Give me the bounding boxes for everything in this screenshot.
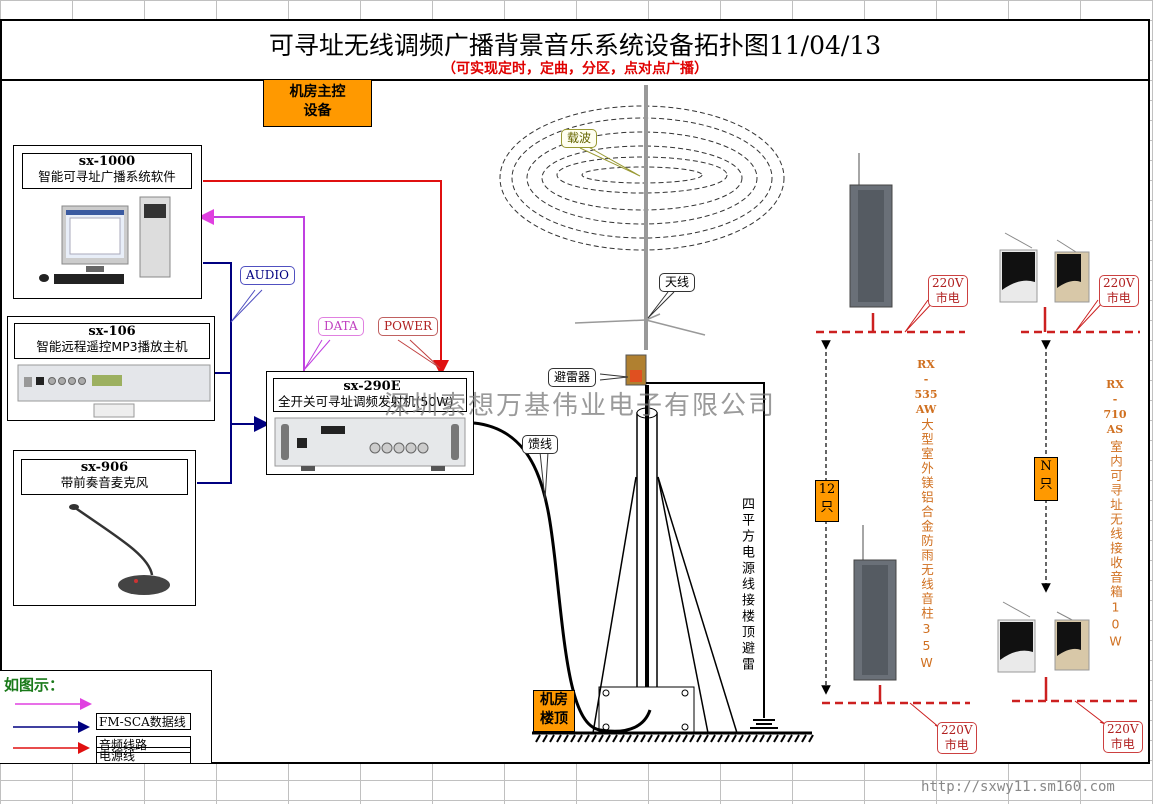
ground-hatch-mark (563, 734, 569, 743)
data-callout: DATA (318, 317, 364, 336)
ground-hatch-mark (766, 734, 772, 743)
device-label: sx-1000 智能可寻址广播系统软件 (22, 153, 192, 189)
ground-hatch-mark (682, 734, 688, 743)
indoor-count-badge: N 只 (1034, 457, 1058, 501)
feeder-callout: 馈线 (522, 435, 559, 454)
mp3-player-image (17, 364, 211, 418)
indoor-receiver-top (999, 232, 1090, 303)
outdoor-receiver-model: RX - 535 AW (914, 358, 938, 416)
lightning-arrester-callout: 避雷器 (548, 368, 597, 387)
ground-hatch-mark (675, 734, 681, 743)
ground-hatch-mark (584, 734, 590, 743)
indoor-receiver-bottom (997, 601, 1090, 673)
outdoor-receiver-description: 大型室外镁铝合金防雨无线音柱35W (919, 418, 934, 672)
legend: 如图示： FM-SCA数据线 音频线路 电源线 (0, 670, 212, 764)
ground-hatch-mark (626, 734, 632, 743)
ground-hatch-mark (570, 734, 576, 743)
ground-hatch-mark (535, 734, 541, 743)
carrier-callout: 载波 (561, 129, 598, 148)
legend-arrows (13, 698, 92, 754)
device-sx-290E[interactable]: sx-290E 全开关可寻址调频发射机(50W) (266, 371, 474, 475)
ground-hatch-mark (647, 734, 653, 743)
ground-hatch-mark (549, 734, 555, 743)
ground-hatch-mark (808, 734, 814, 743)
ground-hatch-mark (640, 734, 646, 743)
device-label: sx-906 带前奏音麦克风 (21, 459, 188, 495)
audio-callout: AUDIO (240, 266, 295, 285)
outdoor-speaker-top (849, 153, 893, 308)
ground-hatch-mark (668, 734, 674, 743)
ground-wire (646, 382, 765, 718)
ground-hatch-mark (710, 734, 716, 743)
ground-hatch-mark (773, 734, 779, 743)
ground-hatch-mark (787, 734, 793, 743)
pc-image (39, 196, 171, 284)
ground-hatch-mark (542, 734, 548, 743)
ground-hatch-mark (605, 734, 611, 743)
ground-hatch-mark (654, 734, 660, 743)
watermark: 深圳索想万基伟业电子有限公司 (384, 391, 777, 421)
device-sx-1000[interactable]: sx-1000 智能可寻址广播系统软件 (13, 145, 202, 299)
ground-hatch-mark (591, 734, 597, 743)
ground-hatch-mark (661, 734, 667, 743)
legend-item-audio: 音频线路 (96, 736, 191, 753)
microphone-image (69, 504, 170, 595)
ground-hatch-mark (731, 734, 737, 743)
ground-hatch-mark (717, 734, 723, 743)
device-label: sx-106 智能远程遥控MP3播放主机 (14, 323, 210, 359)
legend-title: 如图示： (4, 676, 65, 694)
page-subtitle: （可实现定时，定曲，分区，点对点广播） (442, 61, 708, 77)
ground-hatch-mark (689, 734, 695, 743)
audio-line-mic (197, 416, 270, 484)
ground-hatch-mark (633, 734, 639, 743)
ground-hatch-mark (619, 734, 625, 743)
page-title: 可寻址无线调频广播背景音乐系统设备拓扑图11/04/13 (268, 31, 882, 60)
legend-item-data: FM-SCA数据线 (96, 713, 191, 730)
ground-hatch-mark (696, 734, 702, 743)
ground-hatch-mark (738, 734, 744, 743)
device-sx-106[interactable]: sx-106 智能远程遥控MP3播放主机 (7, 316, 215, 421)
control-room-label: 机房主控 设备 (263, 79, 372, 127)
indoor-receiver-model: RX - 710 AS (1103, 378, 1127, 436)
ground-hatch-mark (612, 734, 618, 743)
ground-hatch-mark (759, 734, 765, 743)
transmitter-image (274, 417, 466, 471)
ground-hatch-mark (780, 734, 786, 743)
ground-hatch-mark (794, 734, 800, 743)
carrier-waves (499, 105, 785, 251)
audio-line-pc (203, 262, 232, 424)
ground-hatch-mark (577, 734, 583, 743)
ground-hatch-mark (752, 734, 758, 743)
ground-hatch-mark (801, 734, 807, 743)
feeder-cable (473, 421, 652, 733)
mains-lines (816, 330, 1140, 705)
ground-wire-note: 四平方电源线接楼顶避雷 (739, 497, 754, 673)
outdoor-count-badge: 12 只 (815, 480, 839, 522)
data-line (198, 209, 305, 372)
ground-hatch-mark (745, 734, 751, 743)
ground-hatch-mark (724, 734, 730, 743)
title-bar: 可寻址无线调频广播背景音乐系统设备拓扑图11/04/13 （可实现定时，定曲，分… (2, 21, 1148, 81)
ground-hatch-mark (556, 734, 562, 743)
device-sx-906[interactable]: sx-906 带前奏音麦克风 (13, 450, 196, 606)
legend-item-power: 电源线 (96, 747, 191, 764)
ground-hatch-mark (598, 734, 604, 743)
outdoor-speaker-bottom (853, 525, 897, 681)
rooftop-label: 机房 楼顶 (533, 690, 575, 732)
power-line (203, 180, 449, 376)
ground-hatch-mark (703, 734, 709, 743)
site-url: http://sxwy11.sm160.com (921, 779, 1115, 795)
antenna-callout: 天线 (659, 273, 696, 292)
indoor-receiver-description: 室内可寻址无线接收音箱10W (1108, 440, 1123, 651)
device-label: sx-290E 全开关可寻址调频发射机(50W) (273, 378, 467, 412)
power-callout: POWER (378, 317, 439, 336)
